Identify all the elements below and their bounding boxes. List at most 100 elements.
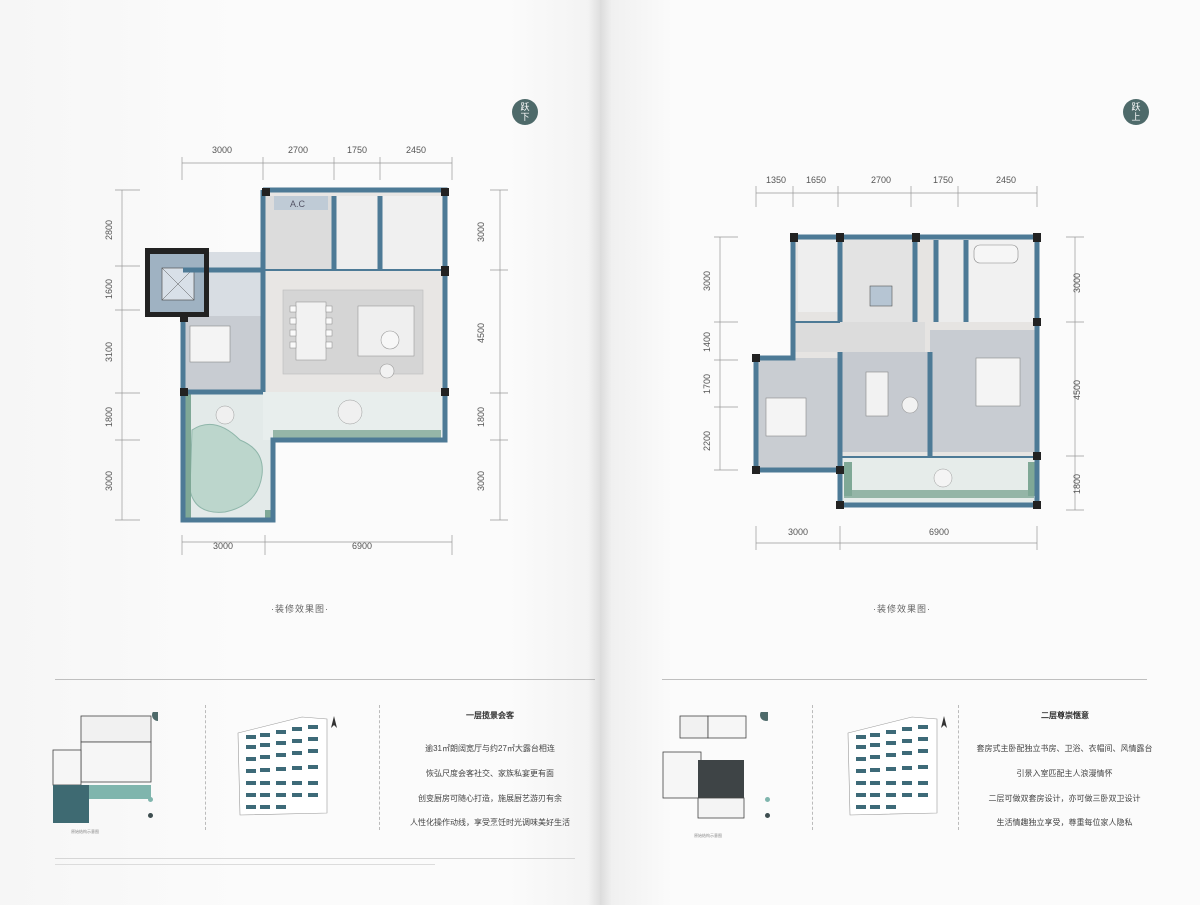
- dim-left-5: 3000: [104, 471, 114, 491]
- dash-divider-1: [205, 705, 206, 830]
- dim-up-left-4: 2200: [702, 431, 712, 451]
- room-floors-upper: [756, 237, 1037, 505]
- dim-up-top-5: 2450: [996, 175, 1016, 185]
- dim-left-4: 1800: [104, 407, 114, 427]
- dim-up-right-1: 3000: [1072, 273, 1082, 293]
- dim-up-bottom-2: 6900: [929, 527, 949, 537]
- dimension-labels-upper: 1350 1650 2700 1750 2450 3000 6900 3000 …: [702, 175, 1082, 537]
- bed-master: [975, 357, 1021, 407]
- legend-dot-dark: [148, 812, 153, 818]
- feature-line-upper-4: 生活情趣独立享受，尊重每位家人隐私: [996, 818, 1133, 827]
- bathtub: [973, 244, 1019, 264]
- dim-top-4: 2450: [406, 145, 426, 155]
- dim-up-bottom-1: 3000: [788, 527, 808, 537]
- feature-line-upper-1: 套房式主卧配独立书房、卫浴、衣帽间、风情露台: [976, 744, 1153, 753]
- dimension-lines-upper: [714, 186, 1084, 550]
- dimension-lines: [115, 157, 508, 555]
- dim-up-right-3: 1800: [1072, 474, 1082, 494]
- floor-badge-upper: 跃上: [1123, 99, 1149, 125]
- dim-top-1: 3000: [212, 145, 232, 155]
- planting: [183, 392, 441, 520]
- dash-divider-3: [812, 705, 813, 830]
- dim-up-right-2: 4500: [1072, 380, 1082, 400]
- armchair: [379, 363, 395, 379]
- terrace-table-upper: [933, 468, 953, 488]
- dim-up-left-2: 1400: [702, 332, 712, 352]
- floor-plan-lower: 3000 2700 1750 2450 3000 6900 2800 1600 …: [104, 145, 508, 555]
- dining-table: [295, 301, 327, 361]
- dim-left-2: 1600: [104, 279, 114, 299]
- footnote-block: [55, 858, 575, 865]
- dim-up-top-1: 1350: [766, 175, 786, 185]
- caption-upper: ·装修效果图·: [873, 604, 931, 614]
- terrace-planting-upper: [844, 462, 1036, 498]
- walls-upper-dark: [752, 233, 1041, 509]
- stair-void: [869, 285, 893, 307]
- divider-lower: [55, 679, 595, 680]
- north-arrow-icon-upper: [941, 716, 947, 728]
- dimension-labels: 3000 2700 1750 2450 3000 6900 2800 1600 …: [104, 145, 486, 551]
- legend-item-up-1: [765, 797, 773, 803]
- dim-up-top-4: 1750: [933, 175, 953, 185]
- feature-line-upper-2: 引景入室匹配主人浪漫情怀: [1016, 769, 1113, 778]
- dash-divider-4: [958, 705, 959, 830]
- mini-plan-caption-lower: 原始结构示意图: [71, 829, 99, 834]
- legend-item-up-2: [765, 812, 773, 818]
- right-page: 跃上 1350 1650 2700 1: [600, 0, 1200, 905]
- floor-badge-lower: 跃下: [512, 99, 538, 125]
- ac-unit: [274, 196, 328, 210]
- dim-right-2: 4500: [476, 323, 486, 343]
- legend-lower: [148, 797, 156, 818]
- dim-right-4: 3000: [476, 471, 486, 491]
- mini-plan-upper: [662, 712, 768, 819]
- dim-up-left-3: 1700: [702, 374, 712, 394]
- legend-item-1: [148, 797, 156, 803]
- ac-label: A.C: [290, 199, 306, 209]
- walls-upper: [753, 234, 1040, 508]
- caption-lower: ·装修效果图·: [271, 604, 329, 614]
- dim-right-1: 3000: [476, 222, 486, 242]
- coffee-table: [380, 330, 400, 350]
- mini-plan-lower: [52, 712, 158, 823]
- dim-up-top-2: 1650: [806, 175, 826, 185]
- site-plan-upper: [847, 716, 947, 816]
- desk: [865, 371, 889, 417]
- north-arrow-icon: [331, 716, 337, 728]
- dash-divider-2: [379, 705, 380, 830]
- sofa: [357, 305, 415, 357]
- mini-plan-caption-upper: 原始结构示意图: [694, 833, 722, 838]
- dim-left-3: 3100: [104, 342, 114, 362]
- legend-dot-teal: [148, 797, 153, 803]
- site-plan-lower: [237, 716, 337, 816]
- legend-item-2: [148, 812, 156, 818]
- dim-up-left-1: 3000: [702, 271, 712, 291]
- legend-upper: [765, 797, 773, 818]
- dim-up-top-3: 2700: [871, 175, 891, 185]
- walls-lower: [180, 187, 448, 523]
- dim-bottom-1: 3000: [213, 541, 233, 551]
- dim-right-3: 1800: [476, 407, 486, 427]
- left-page: 跃下 3000 2700: [0, 0, 600, 905]
- walls-lower-dark: [145, 188, 449, 396]
- bed-lower: [189, 325, 231, 363]
- dim-top-2: 2700: [288, 145, 308, 155]
- legend-dot-dark-up: [765, 812, 770, 818]
- feature-title-lower: 一层揽景会客: [466, 711, 514, 720]
- feature-line-lower-2: 恢弘尺度会客社交、家族私宴更有面: [426, 769, 554, 778]
- feature-line-lower-3: 创变厨房可随心打造，施展厨艺游刃有余: [418, 794, 562, 803]
- divider-upper: [662, 679, 1147, 680]
- feature-line-lower-1: 逾31㎡朗阔宽厅与约27㎡大露台相连: [425, 744, 555, 753]
- legend-dot-teal-up: [765, 797, 770, 803]
- dim-left-1: 2800: [104, 220, 114, 240]
- feature-line-upper-3: 二层可做双套房设计，亦可做三卧双卫设计: [988, 794, 1141, 803]
- floor-badge-lower-text: 跃下: [520, 102, 530, 122]
- book-gutter: [588, 0, 612, 905]
- feature-line-lower-4: 人性化操作动线，享受烹饪时光调味美好生活: [410, 818, 570, 827]
- bed-secondary: [765, 397, 807, 437]
- floor-plan-upper: 1350 1650 2700 1750 2450 3000 6900 3000 …: [702, 175, 1084, 550]
- study-chair: [901, 396, 919, 414]
- dim-bottom-2: 6900: [352, 541, 372, 551]
- dining-chairs: [289, 305, 333, 349]
- feature-title-upper: 二层尊崇惬意: [1041, 711, 1089, 720]
